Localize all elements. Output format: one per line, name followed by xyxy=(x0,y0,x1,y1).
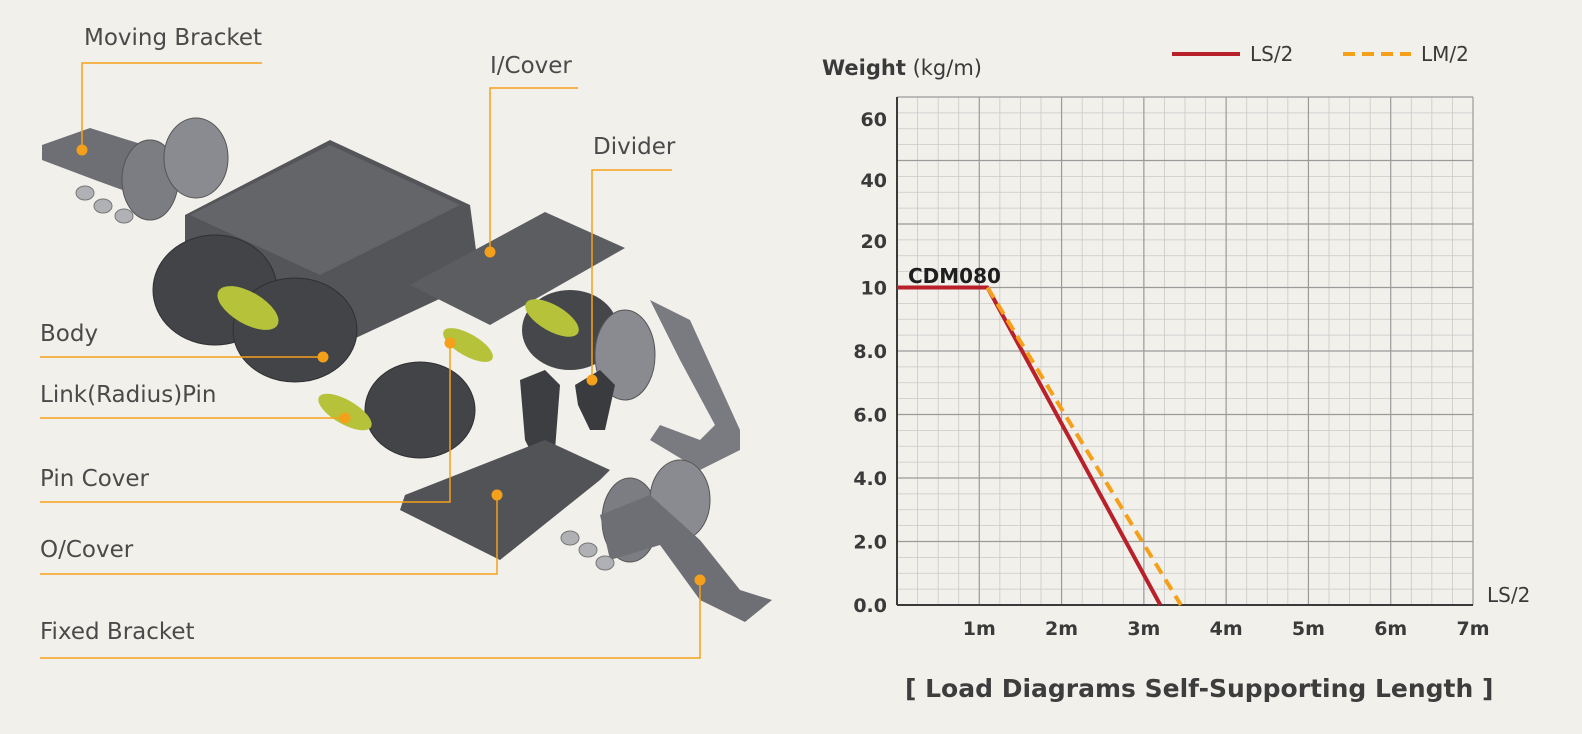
chain-body-top xyxy=(190,145,460,275)
label-i-cover: I/Cover xyxy=(490,53,572,79)
grid-minor xyxy=(897,97,1473,605)
grid-major xyxy=(896,96,1474,606)
label-divider: Divider xyxy=(593,134,676,160)
axes xyxy=(896,97,1473,606)
lower-link xyxy=(364,361,476,459)
y-tick-label: 8.0 xyxy=(853,341,887,363)
y-tick-label: 10 xyxy=(861,278,887,300)
y-tick-label: 60 xyxy=(861,109,887,131)
series-lines xyxy=(897,285,1183,607)
x-tick-label: 6m xyxy=(1374,618,1407,640)
o-cover-shape xyxy=(400,440,610,560)
y-tick-label: 6.0 xyxy=(853,405,887,427)
leader-dots xyxy=(76,144,706,586)
link-pin-shape-2 xyxy=(525,299,579,337)
moving-bracket-disc-2 xyxy=(163,117,229,199)
y-tick-label: 0.0 xyxy=(853,595,887,617)
legend-label-lm2: LM/2 xyxy=(1421,42,1469,66)
label-o-cover: O/Cover xyxy=(40,537,134,563)
x-tick-label: 1m xyxy=(963,618,996,640)
label-pin-cover: Pin Cover xyxy=(40,466,149,492)
leader-pin-cover xyxy=(40,343,451,503)
leader-o-cover xyxy=(40,495,498,575)
label-link-pin: Link(Radius)Pin xyxy=(40,382,217,408)
x-tick-label: 2m xyxy=(1045,618,1078,640)
label-body: Body xyxy=(40,321,99,347)
leader-moving-bracket xyxy=(81,62,262,150)
series-line-lm2 xyxy=(985,286,1183,607)
y-tick-label: 40 xyxy=(861,170,887,192)
y-tick-label: 2.0 xyxy=(853,532,887,554)
screws-top xyxy=(75,185,134,224)
label-fixed-bracket: Fixed Bracket xyxy=(40,619,195,645)
divider-shape xyxy=(575,370,615,430)
x-tick-label: 5m xyxy=(1292,618,1325,640)
y-tick-label: 20 xyxy=(861,231,887,253)
leader-lines xyxy=(40,62,701,659)
y-axis-title-unit: (kg/m) xyxy=(912,56,982,80)
chart-caption: [ Load Diagrams Self-Supporting Length ] xyxy=(905,674,1494,703)
x-axis-name: LS/2 xyxy=(1487,583,1531,607)
legend-label-ls2: LS/2 xyxy=(1250,42,1294,66)
leader-divider xyxy=(591,169,672,380)
center-divider xyxy=(520,370,560,460)
y-tick-label: 4.0 xyxy=(853,468,887,490)
x-tick-label: 4m xyxy=(1210,618,1243,640)
tick-labels: 0.0 2.0 4.0 6.0 8.0 10 20 40 60 1m 2m 3m 4m 5m 6m 7m xyxy=(853,109,1489,640)
screws-bottom xyxy=(560,530,615,571)
exploded-diagram xyxy=(40,62,772,659)
x-tick-label: 3m xyxy=(1127,618,1160,640)
y-axis-title: Weight (kg/m) xyxy=(822,56,982,80)
right-upper-bracket xyxy=(650,300,740,470)
y-axis-title-bold: Weight xyxy=(822,56,906,80)
i-cover-shape xyxy=(410,212,625,325)
right-upper-disc xyxy=(594,309,656,401)
leader-fixed-bracket xyxy=(40,580,701,659)
link-pin-shape-1 xyxy=(217,286,279,330)
label-moving-bracket: Moving Bracket xyxy=(84,25,263,51)
leader-i-cover xyxy=(489,87,578,252)
series-label-cdm080: CDM080 xyxy=(908,264,1001,288)
link-pin-shape-4 xyxy=(318,393,372,431)
fixed-bracket-shape xyxy=(600,495,772,622)
link-pin-shape-3 xyxy=(443,328,493,362)
x-tick-label: 7m xyxy=(1456,618,1489,640)
